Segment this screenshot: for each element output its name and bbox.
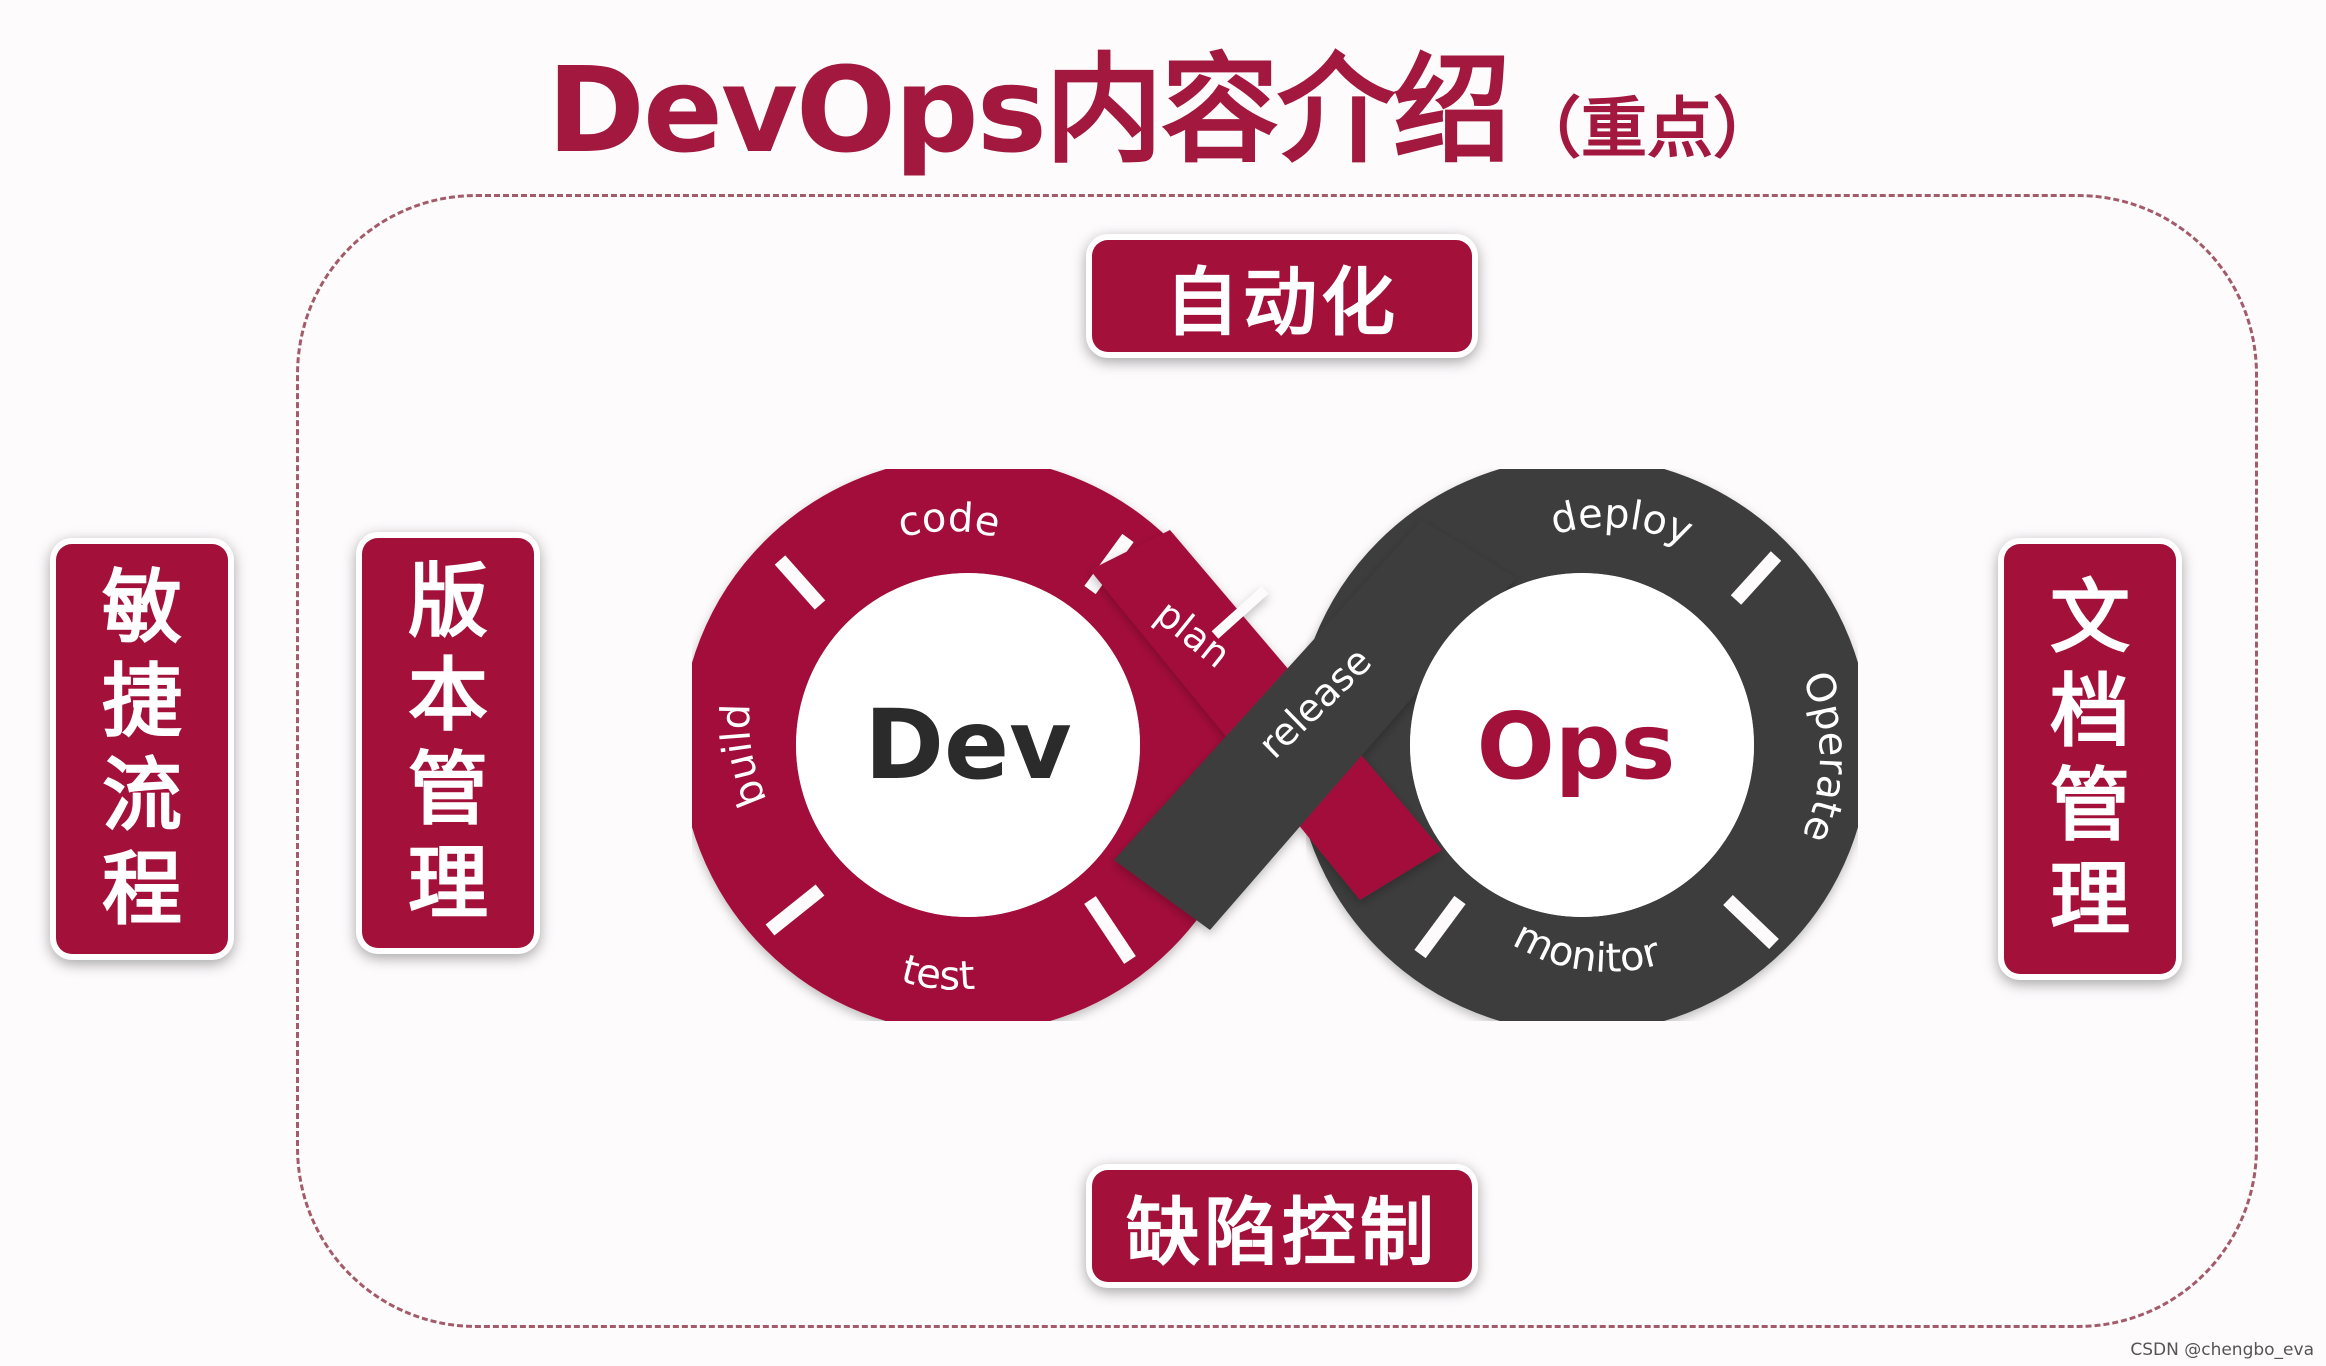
ops-ring-gap-right — [1723, 894, 1779, 950]
ribbon-separator — [1211, 586, 1269, 639]
tag-version-management: 版本管理 — [362, 538, 534, 948]
ops-center-label: Ops — [1477, 693, 1676, 800]
ops-ring-gap-bottom — [1414, 895, 1466, 959]
dev-hole — [796, 573, 1140, 917]
tag-automation: 自动化 — [1092, 240, 1472, 352]
dev-ring-gap-bottom — [1084, 896, 1136, 964]
dev-center-label: Dev — [864, 689, 1071, 801]
title-row: DevOps内容介绍（重点） — [0, 14, 2326, 185]
tag-agile-process: 敏捷流程 — [56, 544, 228, 954]
ops-ring-gap-top — [1730, 551, 1782, 605]
page-subtitle: （重点） — [1514, 90, 1779, 167]
release-ribbon — [1114, 520, 1516, 930]
step-test-text: test — [897, 946, 976, 999]
step-test: test — [897, 946, 976, 999]
ops-hole — [1410, 573, 1754, 917]
tag-document-management: 文档管理 — [2004, 544, 2176, 974]
cross-ribbons — [1090, 520, 1516, 930]
dev-ring-gap-top — [774, 555, 826, 610]
devops-infinity-diagram: Dev Ops code build test plan release dep… — [680, 460, 1870, 1030]
tag-defect-control: 缺陷控制 — [1092, 1170, 1472, 1282]
dashed-frame — [296, 194, 2258, 1328]
dev-ring — [680, 460, 1256, 1030]
watermark: CSDN @chengbo_eva — [2130, 1340, 2314, 1360]
page-title: DevOps内容介绍 — [547, 41, 1511, 179]
dev-ring-gap-left — [765, 884, 825, 936]
